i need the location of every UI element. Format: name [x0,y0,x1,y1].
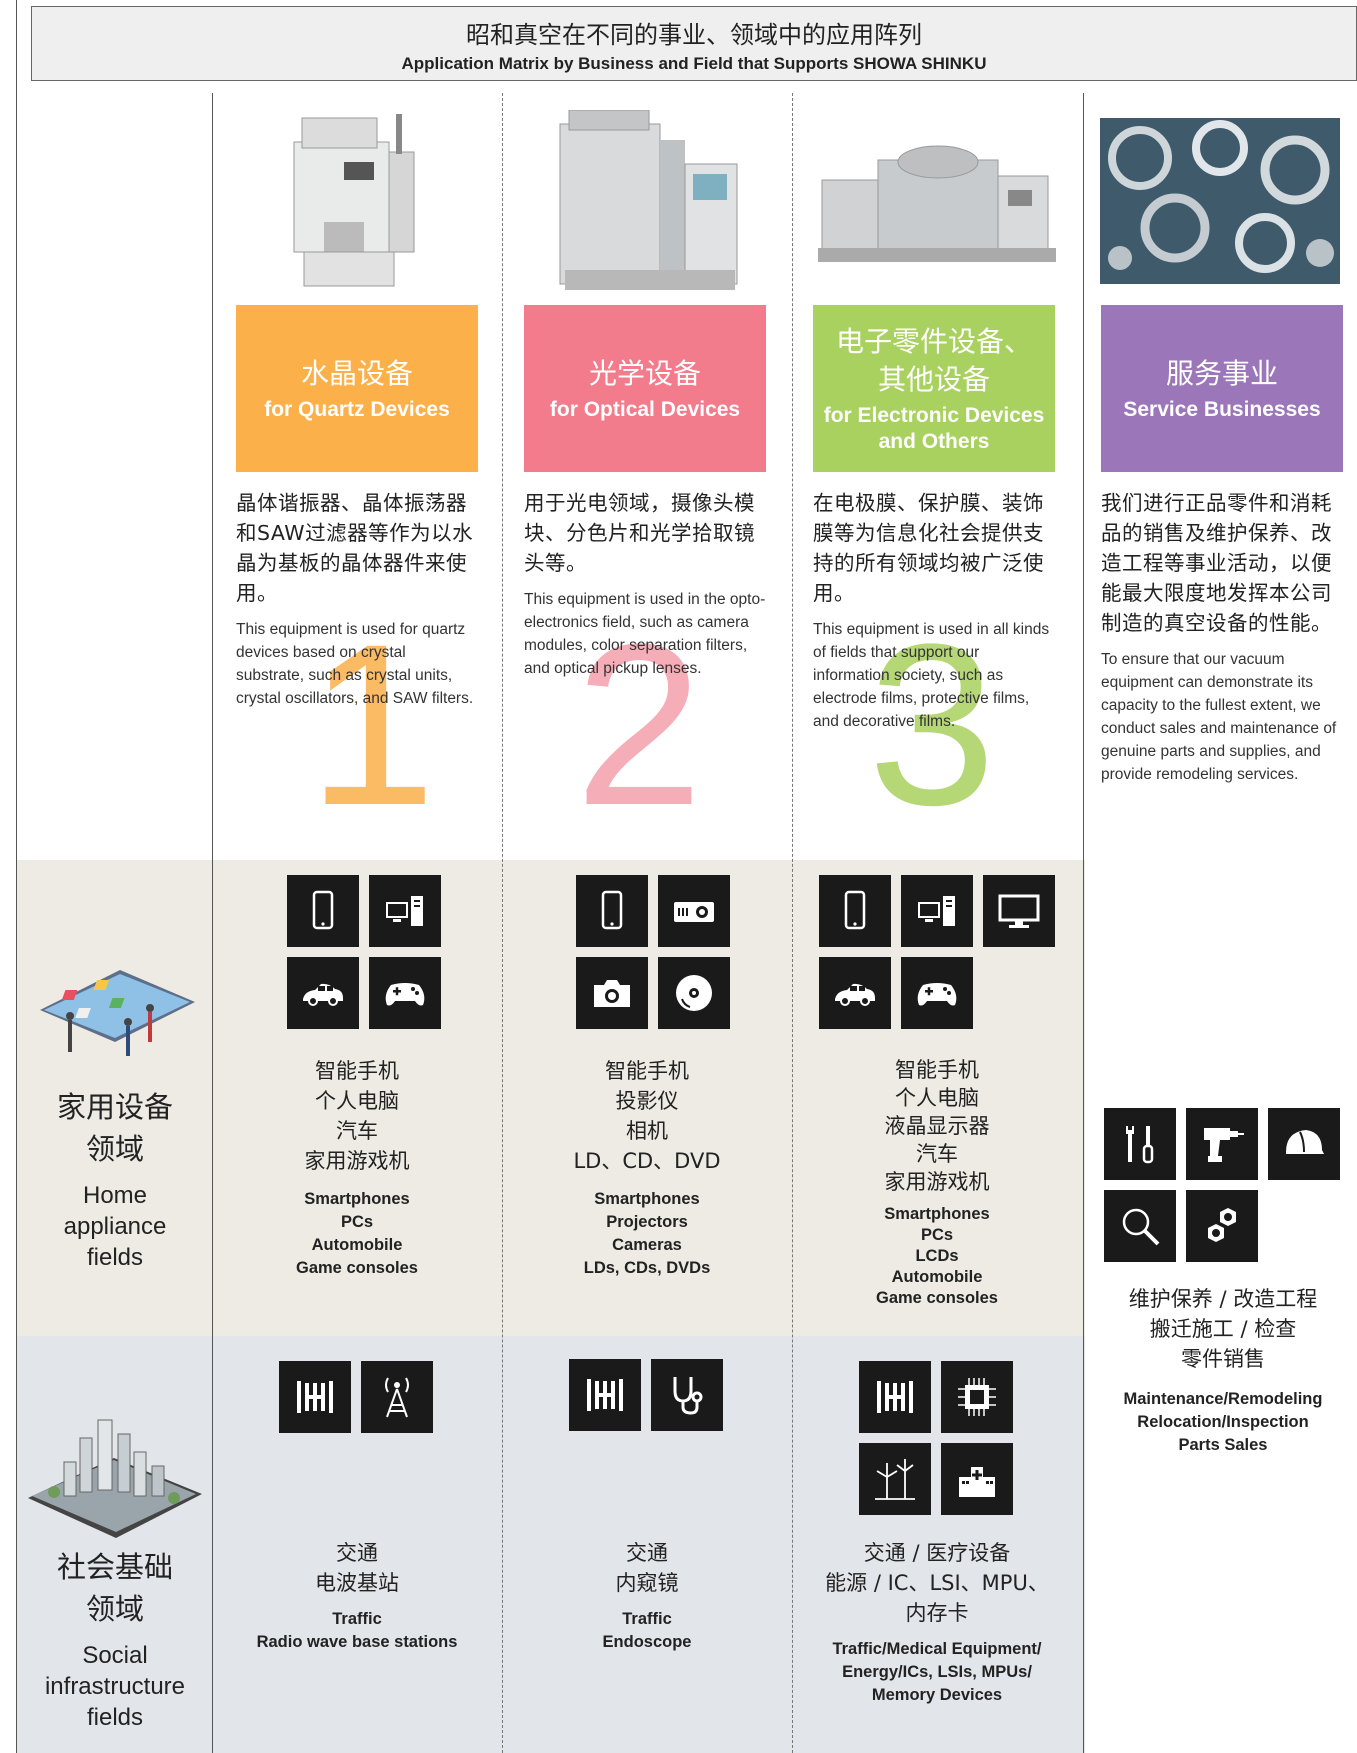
service-list-en: Maintenance/Remodeling Relocation/Inspec… [1123,1390,1323,1454]
quartz-description: 晶体谐振器、晶体振荡器和SAW过滤器等作为以水晶为基板的晶体器件来使用。 Thi… [236,488,478,710]
helmet-icon [1268,1108,1340,1180]
service-description: 我们进行正品零件和消耗品的销售及维护保养、改造工程等事业活动，以便能最大限度地发… [1101,488,1343,786]
quartz-home-list-en: Smartphones PCs Automobile Game consoles [296,1190,418,1277]
social-infrastructure-illustration [28,1419,202,1538]
chip-icon [941,1361,1013,1433]
title-english: Application Matrix by Business and Field… [401,54,987,73]
optical-social-list-en: Traffic Endoscope [602,1610,692,1651]
quartz-home-list-zh: 智能手机 个人电脑 汽车 家用游戏机 [304,1059,410,1173]
column-divider-2 [502,93,503,1753]
optical-machine-image [559,110,738,290]
electronic-category-box: 电子零件设备、 其他设备 for Electronic Devices and … [813,305,1055,472]
bearings-image [1100,118,1340,284]
home-field-label: 家用设备 领域 Home appliance fields [24,1086,206,1273]
quartz-desc-zh: 晶体谐振器、晶体振荡器和SAW过滤器等作为以水晶为基板的晶体器件来使用。 [236,491,474,605]
gamepad-icon [901,957,973,1029]
quartz-social-list: 交通 电波基站 Traffic Radio wave base stations [224,1538,490,1654]
optical-social-list: 交通 内窥镜 Traffic Endoscope [514,1538,780,1654]
column-divider-3 [792,93,793,1753]
electronic-big-number: 3 [868,596,996,853]
optical-desc-zh: 用于光电领域，摄像头模块、分色片和光学拾取镜头等。 [524,491,755,575]
service-list-zh: 维护保养 / 改造工程 搬迁施工 / 检查 零件销售 [1128,1287,1318,1371]
electronic-home-list: 智能手机 个人电脑 液晶显示器 汽车 家用游戏机 Smartphones PCs… [804,1056,1070,1309]
traffic-icon [279,1361,351,1433]
car-icon [819,957,891,1029]
column-divider-4 [1083,93,1084,1753]
home-appliance-illustration [40,970,195,1056]
drill-icon [1186,1108,1258,1180]
quartz-name-zh: 水晶设备 [300,356,413,390]
quartz-category-box: 水晶设备 for Quartz Devices [236,305,478,472]
social-field-zh: 社会基础 领域 [56,1550,173,1626]
smartphone-icon [287,875,359,947]
optical-name-en: for Optical Devices [549,397,741,421]
service-desc-en: To ensure that our vacuum equipment can … [1101,651,1337,783]
service-desc-zh: 我们进行正品零件和消耗品的销售及维护保养、改造工程等事业活动，以便能最大限度地发… [1101,491,1332,635]
antenna-icon [361,1361,433,1433]
service-name-zh: 服务事业 [1165,356,1278,390]
magnifier-icon [1104,1190,1176,1262]
car-icon [287,957,359,1029]
electronic-social-list-zh: 交通 / 医疗设备 能源 / IC、LSI、MPU、 内存卡 [825,1541,1049,1625]
quartz-name-en: for Quartz Devices [264,397,450,421]
column-divider-1 [212,93,213,1753]
tools-icon [1104,1108,1176,1180]
pc-icon [369,875,441,947]
service-name-en: Service Businesses [1123,397,1321,421]
optical-home-list-zh: 智能手机 投影仪 相机 LD、CD、DVD [573,1059,721,1173]
optical-social-list-zh: 交通 内窥镜 [615,1541,679,1595]
optical-home-list: 智能手机 投影仪 相机 LD、CD、DVD Smartphones Projec… [514,1056,780,1280]
disc-icon [658,957,730,1029]
electronic-social-list: 交通 / 医疗设备 能源 / IC、LSI、MPU、 内存卡 Traffic/M… [804,1538,1070,1707]
service-list: 维护保养 / 改造工程 搬迁施工 / 检查 零件销售 Maintenance/R… [1092,1284,1354,1457]
electronic-description: 在电极膜、保护膜、装饰膜等为信息化社会提供支持的所有领域均被广泛使用。 This… [813,488,1055,733]
title-chinese: 昭和真空在不同的事业、领域中的应用阵列 [466,21,922,49]
matrix-title-box: 昭和真空在不同的事业、领域中的应用阵列 Application Matrix b… [31,6,1357,81]
gamepad-icon [369,957,441,1029]
home-field-zh: 家用设备 领域 [56,1090,173,1166]
optical-description: 用于光电领域，摄像头模块、分色片和光学拾取镜头等。 This equipment… [524,488,766,680]
pc-icon [901,875,973,947]
optical-home-list-en: Smartphones Projectors Cameras LDs, CDs,… [583,1190,711,1277]
hospital-icon [941,1443,1013,1515]
smartphone-icon [576,875,648,947]
service-category-box: 服务事业 Service Businesses [1101,305,1343,472]
optical-desc-en: This equipment is used in the opto-elect… [524,591,766,677]
stethoscope-icon [651,1359,723,1431]
nuts-icon [1186,1190,1258,1262]
traffic-icon [859,1361,931,1433]
left-border [16,0,17,1753]
home-field-en: Home appliance fields [63,1182,167,1271]
social-field-label: 社会基础 领域 Social infrastructure fields [24,1546,206,1733]
electronic-home-list-en: Smartphones PCs LCDs Automobile Game con… [876,1205,998,1307]
traffic-icon [569,1359,641,1431]
quartz-social-list-en: Traffic Radio wave base stations [256,1610,458,1651]
optical-name-zh: 光学设备 [588,356,701,390]
electronic-machine-image [818,145,1056,262]
electronic-name-en: for Electronic Devices and Others [823,403,1045,453]
electronic-desc-zh: 在电极膜、保护膜、装饰膜等为信息化社会提供支持的所有领域均被广泛使用。 [813,491,1044,605]
quartz-social-list-zh: 交通 电波基站 [315,1541,399,1595]
camera-icon [576,957,648,1029]
monitor-icon [983,875,1055,947]
quartz-big-number: 1 [308,596,436,853]
wind-turbine-icon [859,1443,931,1515]
social-field-en: Social infrastructure fields [44,1642,186,1731]
electronic-social-list-en: Traffic/Medical Equipment/ Energy/ICs, L… [832,1640,1042,1704]
optical-category-box: 光学设备 for Optical Devices [524,305,766,472]
quartz-desc-en: This equipment is used for quartz device… [236,621,474,707]
projector-icon [658,875,730,947]
smartphone-icon [819,875,891,947]
optical-big-number: 2 [575,596,703,853]
electronic-home-list-zh: 智能手机 个人电脑 液晶显示器 汽车 家用游戏机 [884,1058,990,1194]
electronic-desc-en: This equipment is used in all kinds of f… [813,621,1050,730]
quartz-machine-image [293,114,415,287]
quartz-home-list: 智能手机 个人电脑 汽车 家用游戏机 Smartphones PCs Autom… [224,1056,490,1280]
electronic-name-zh: 电子零件设备、 其他设备 [835,324,1032,396]
